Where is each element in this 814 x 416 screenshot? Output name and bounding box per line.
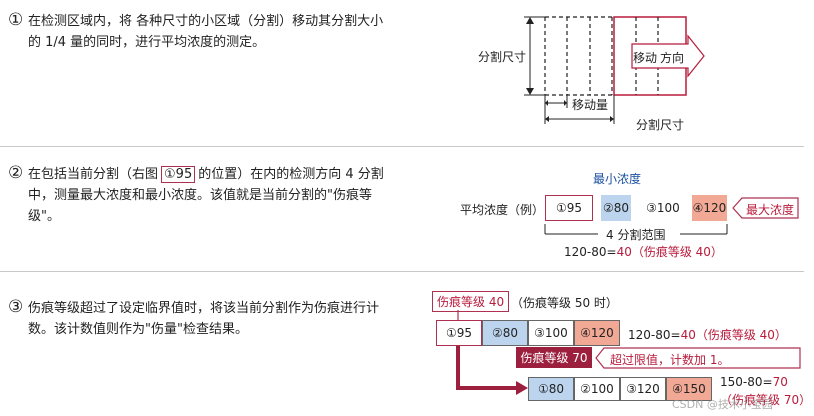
label-move-amount: 移动量 [572, 98, 609, 112]
calc-diagram-2: 120-80=40（伤痕等级 40） [564, 243, 723, 260]
row1-calc-b: 40（伤痕等级 40） [680, 328, 787, 342]
label-division-size-horizontal: 分割尺寸 [636, 118, 685, 132]
row2-cell-80: ①80 [528, 377, 574, 401]
separator-1 [0, 146, 804, 147]
row2-calc-line2: （伤痕等级 70） [720, 393, 812, 407]
step-3-text: 伤痕等级超过了设定临界值时，将该当前分割作为伤痕进行计数。该计数值则作为"伤量"… [28, 301, 380, 337]
calc-2-a: 120-80= [564, 245, 617, 259]
label-max-density: 最大浓度 [746, 203, 795, 217]
label-move-direction-a: 移动 [633, 51, 658, 65]
row1-cell-100: ③100 [528, 320, 574, 346]
cell-95: ①95 [545, 195, 593, 221]
label-avg-density: 平均浓度（例） [460, 203, 545, 217]
label-four-division-range: 4 分割范围 [606, 228, 666, 242]
row1-cell-95: ①95 [436, 320, 482, 346]
row1-calc: 120-80=40（伤痕等级 40） [628, 326, 787, 343]
row2-cell-100: ②100 [574, 377, 620, 401]
row2-cell-150: ④150 [666, 377, 712, 401]
step-2-text-b: 的位置）在内的检测方向 4 分割中，测量最大浓度和最小浓度。该值就是当前分割的"… [28, 167, 384, 224]
row2-calc-line1: 150-80=70 [720, 375, 788, 389]
badge-2-note: 超过限值，计数加 1。 [610, 353, 730, 367]
watermark: CSDN @技术小宝园 [672, 398, 773, 411]
calc-2-b: 40（伤痕等级 40） [616, 245, 723, 259]
row1-cell-80: ②80 [482, 320, 528, 346]
row1-calc-a: 120-80= [628, 328, 681, 342]
row1-cell-120: ④120 [574, 320, 620, 346]
step-1-text: 在检测区域内，将 各种尺寸的小区域（分割）移动其分割大小的 1/4 量的同时，进… [28, 14, 384, 50]
badge-1-note: （伤痕等级 50 时） [511, 296, 618, 310]
step-1-number: ① [8, 10, 24, 30]
label-move-direction-b: 方向 [660, 51, 685, 65]
badge-damage-level-40: 伤痕等级 40 [432, 291, 510, 312]
step-2-number: ② [8, 163, 24, 183]
row2-cell-120: ③120 [620, 377, 666, 401]
separator-2 [0, 271, 804, 272]
label-min-density: 最小浓度 [593, 172, 642, 186]
step-2-highlight: ①95 [161, 166, 196, 183]
cell-80: ②80 [601, 195, 631, 221]
step-3-number: ③ [8, 297, 24, 317]
badge-damage-level-70: 伤痕等级 70 [516, 347, 592, 368]
cell-120: ④120 [692, 195, 727, 221]
label-division-size-vertical: 分割尺寸 [478, 50, 527, 64]
step-2-text-a: 在包括当前分割（右图 [28, 167, 159, 182]
row2-calc-b: 70 [772, 375, 788, 389]
cell-100: ③100 [646, 201, 680, 215]
row2-calc-a: 150-80= [720, 375, 773, 389]
